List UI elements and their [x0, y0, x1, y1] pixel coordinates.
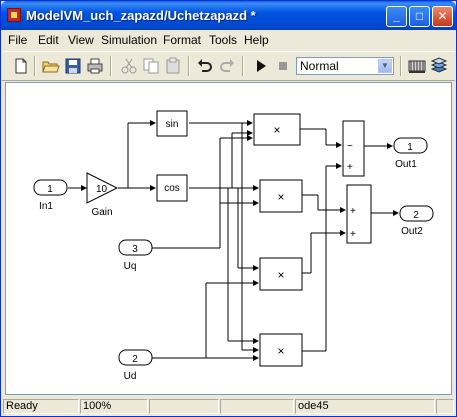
menu-format[interactable]: Format: [163, 33, 202, 47]
ud-port-number: 2: [132, 354, 138, 365]
product-4-symbol: ×: [277, 344, 284, 358]
sum-1-sign-plus: +: [347, 162, 353, 173]
in1-port-number: 1: [47, 184, 53, 195]
window-title: ModelVM_uch_zapazd/Uchetzapazd *: [26, 8, 256, 23]
menu-edit[interactable]: Edit: [38, 33, 59, 47]
save-icon[interactable]: [64, 57, 82, 75]
print-icon[interactable]: [86, 57, 104, 75]
sum-block-1: [342, 120, 365, 177]
status-solver: ode45: [295, 399, 435, 414]
gain-value: 10: [96, 184, 108, 195]
cos-label: cos: [164, 183, 180, 194]
minimize-button[interactable]: _: [386, 6, 407, 27]
start-simulation-icon[interactable]: [252, 57, 270, 75]
product-block-2: [259, 179, 303, 213]
paste-icon[interactable]: [164, 57, 182, 75]
simulation-mode-select[interactable]: Normal ▼: [296, 57, 394, 75]
sin-block: [156, 110, 188, 137]
maximize-button[interactable]: □: [409, 6, 430, 27]
in1-port: [33, 179, 68, 196]
open-icon[interactable]: [42, 57, 60, 75]
cos-block: [156, 174, 188, 202]
gain-block: [86, 172, 119, 204]
uq-label: Uq: [124, 261, 137, 272]
in1-label: In1: [39, 201, 53, 212]
ud-port: [118, 349, 153, 366]
cut-icon[interactable]: [120, 57, 138, 75]
status-empty-2: [220, 399, 294, 414]
ud-label: Ud: [124, 371, 137, 382]
out1-port-number: 1: [407, 142, 413, 153]
menu-tools[interactable]: Tools: [209, 33, 238, 47]
uq-port: [118, 239, 153, 256]
out1-port: [393, 137, 428, 154]
sin-label: sin: [166, 119, 179, 130]
sum-2-sign-2: +: [350, 229, 356, 240]
menu-simulation[interactable]: Simulation: [101, 33, 158, 47]
chevron-down-icon[interactable]: ▼: [378, 59, 392, 73]
toolbar: Normal ▼: [2, 51, 455, 81]
sum-2-sign-1: +: [350, 206, 356, 217]
gain-label: Gain: [91, 207, 112, 218]
block-diagram: 1 In1 10 Gain sin cos 3 Uq 2 Ud × ×: [33, 110, 434, 382]
status-ready: Ready: [3, 399, 79, 414]
out1-label: Out1: [395, 159, 417, 170]
library-browser-icon[interactable]: [408, 57, 426, 75]
menu-view[interactable]: View: [68, 33, 94, 47]
menu-file[interactable]: File: [8, 33, 28, 47]
stop-simulation-icon[interactable]: [274, 57, 292, 75]
simulation-mode-value: Normal: [300, 59, 339, 73]
uq-port-number: 3: [132, 244, 138, 255]
product-2-symbol: ×: [277, 190, 284, 204]
sum-block-2: [346, 184, 372, 244]
status-bar: Ready 100% ode45: [1, 397, 456, 416]
product-1-symbol: ×: [273, 123, 280, 137]
sum-1-sign-minus: −: [347, 141, 353, 152]
status-zoom: 100%: [80, 399, 148, 414]
product-block-1: [253, 113, 301, 146]
out2-port-number: 2: [413, 210, 419, 221]
menu-bar: File Edit View Simulation Format Tools H…: [2, 30, 455, 50]
product-3-symbol: ×: [277, 268, 284, 282]
new-model-icon[interactable]: [12, 57, 30, 75]
redo-icon[interactable]: [218, 57, 236, 75]
close-button[interactable]: ✕: [432, 6, 453, 27]
model-explorer-icon[interactable]: [430, 57, 448, 75]
simulink-icon: [7, 8, 21, 22]
undo-icon[interactable]: [196, 57, 214, 75]
menu-help[interactable]: Help: [244, 33, 269, 47]
status-empty-1: [149, 399, 219, 414]
model-canvas[interactable]: 1 In1 10 Gain sin cos 3 Uq 2 Ud × ×: [5, 82, 452, 395]
out2-label: Out2: [401, 226, 423, 237]
title-bar[interactable]: ModelVM_uch_zapazd/Uchetzapazd * _ □ ✕: [1, 1, 456, 30]
resize-grip-icon[interactable]: [436, 399, 454, 414]
product-block-3: [259, 257, 303, 291]
copy-icon[interactable]: [142, 57, 160, 75]
out2-port: [399, 205, 434, 222]
product-block-4: [259, 333, 303, 367]
